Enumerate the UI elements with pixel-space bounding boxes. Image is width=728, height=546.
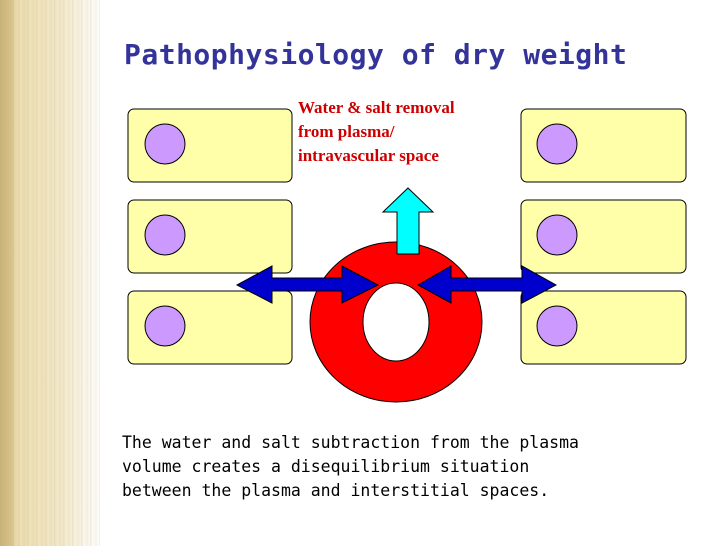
right-cells: [520, 108, 687, 365]
page-title: Pathophysiology of dry weight: [124, 38, 628, 71]
arrow-up-icon: [381, 187, 435, 255]
caption-line-1: Water & salt removal: [298, 98, 455, 117]
cell-nucleus-right-2: [536, 214, 578, 256]
left-cells: [127, 108, 293, 365]
wood-border-edge: [0, 0, 14, 546]
slide-description: The water and salt subtraction from the …: [122, 431, 682, 503]
blood-vessel-ring-icon: [309, 241, 483, 403]
double-arrow-left-icon: [235, 265, 380, 304]
caption-line-3: intravascular space: [298, 146, 439, 165]
cell-nucleus-right-3: [536, 305, 578, 347]
diagram-caption: Water & salt removal from plasma/ intrav…: [298, 96, 528, 168]
description-line-2: volume creates a disequilibrium situatio…: [122, 457, 530, 476]
description-line-3: between the plasma and interstitial spac…: [122, 481, 550, 500]
cell-nucleus-right-1: [536, 123, 578, 165]
description-line-1: The water and salt subtraction from the …: [122, 433, 579, 452]
decorative-wood-border: [0, 0, 100, 546]
double-arrow-right-icon: [416, 265, 558, 304]
caption-line-2: from plasma/: [298, 122, 395, 141]
cell-nucleus-left-1: [144, 123, 186, 165]
cell-nucleus-left-2: [144, 214, 186, 256]
cell-nucleus-left-3: [144, 305, 186, 347]
